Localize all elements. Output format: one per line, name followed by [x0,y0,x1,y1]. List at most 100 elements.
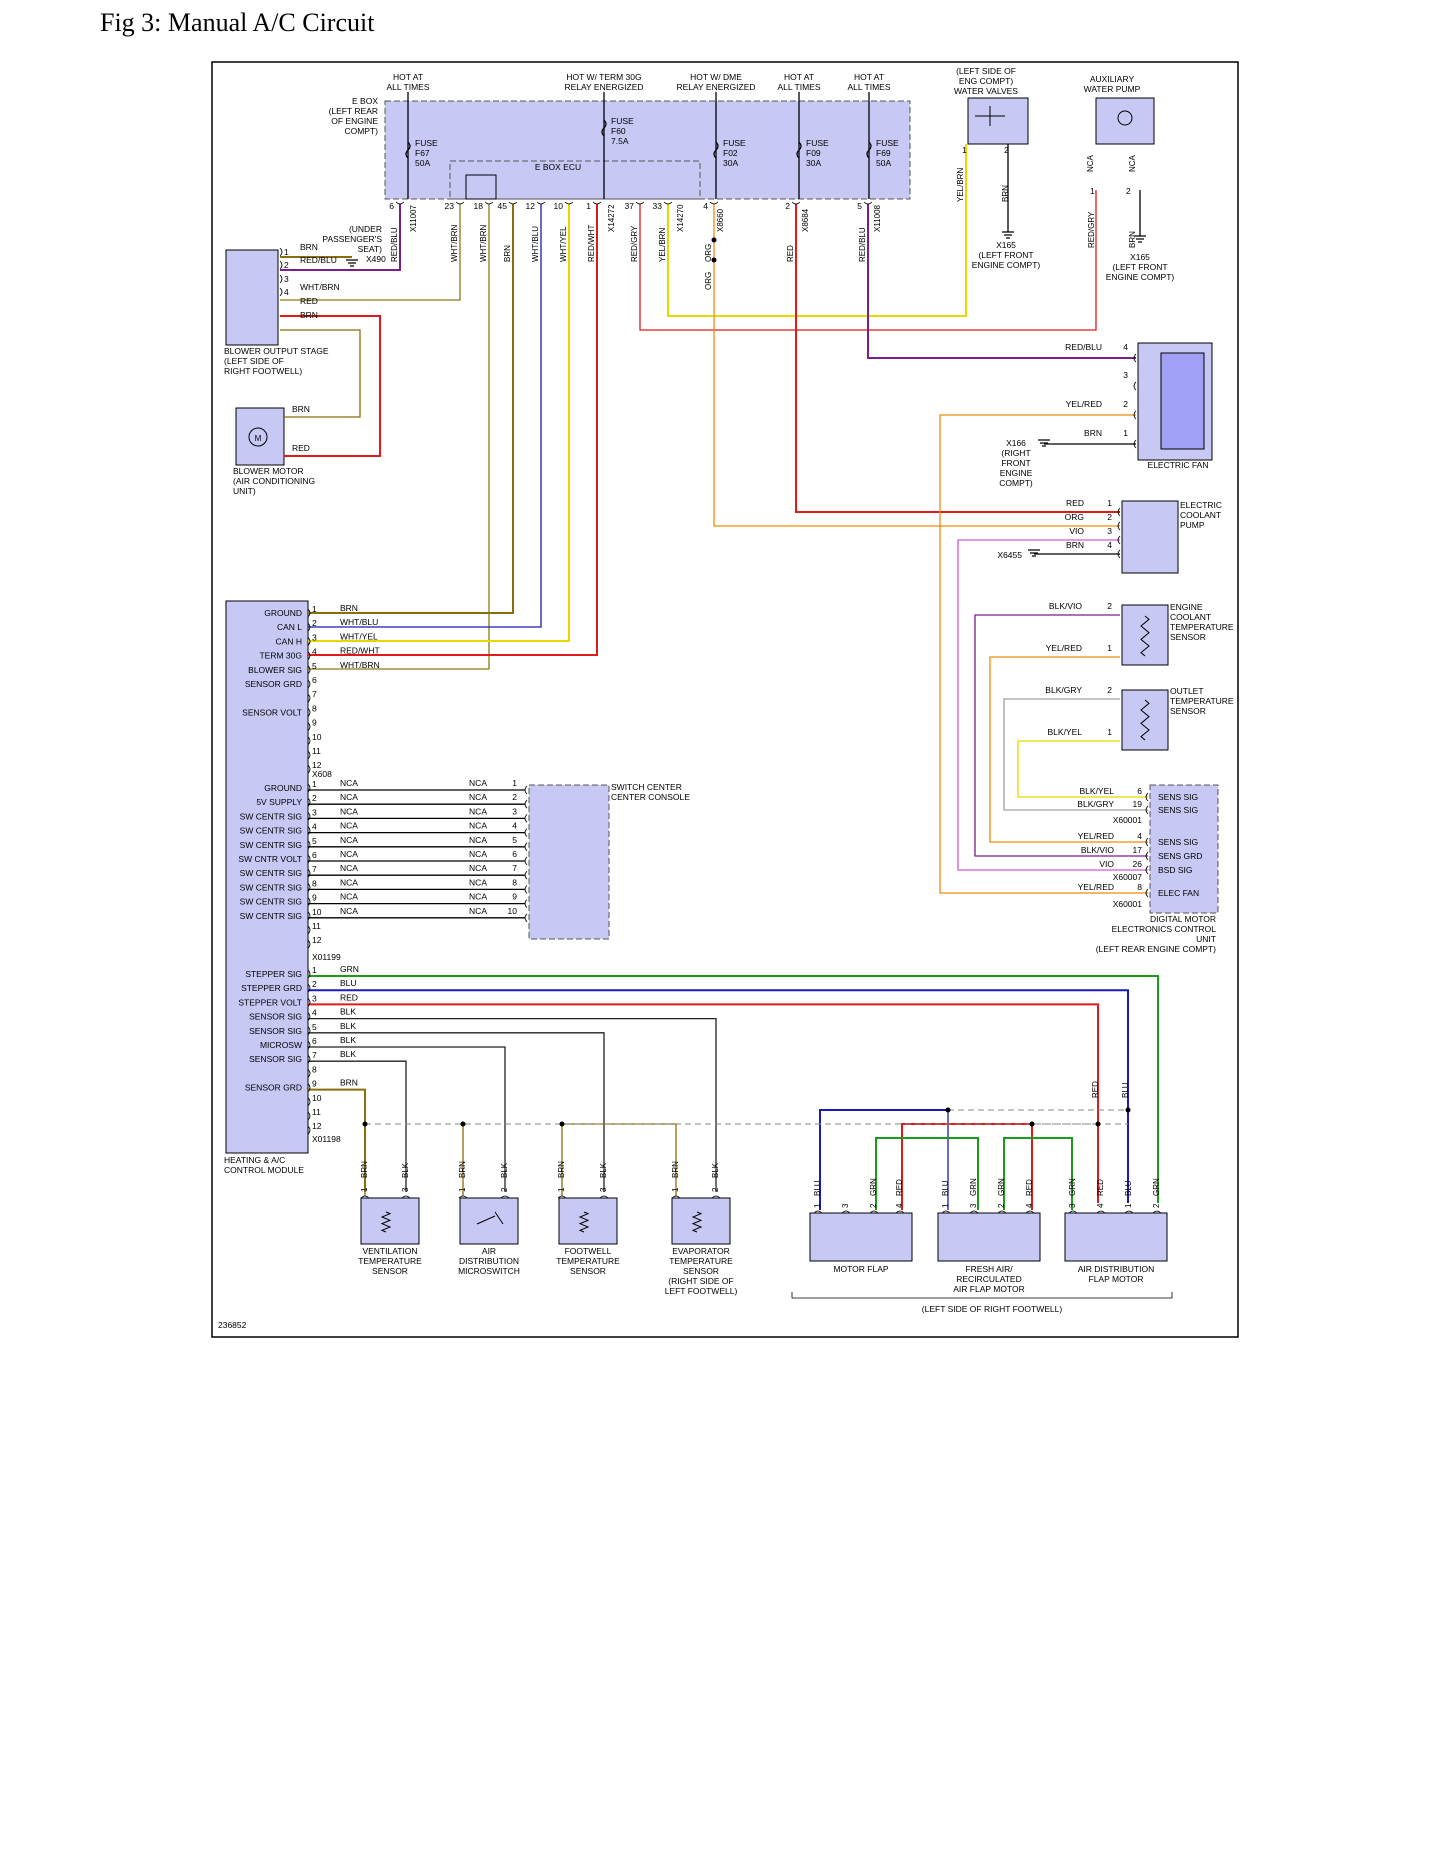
ebox-connector-4: X8684 [801,208,810,232]
module-g1-pin-10: 11 [312,746,321,756]
blower-pin-mark-2 [279,274,283,284]
wire-blkyel-outlet [1017,740,1148,798]
motor-wire-1-2: GRN [997,1178,1006,1196]
ebox-wire-label-8: YEL/BRN [658,228,667,262]
dme-pin-3: 17 [1133,845,1143,855]
ebox-pin-10: 2 [785,201,790,211]
bottom-sensor-pin-2-0: 1 [557,1187,566,1192]
bottom-sensor-mark-2-0 [557,1195,567,1199]
blower-motor-wire-0: BRN [292,404,310,414]
module-g3-wire-1: BLU [340,978,357,988]
bottom-sensor-wire-3-0: BRN [671,1161,680,1178]
ect-wire-0: BLK/VIO [1049,601,1082,611]
switch-pin-mark-5 [524,856,528,866]
outlet-resistor [1140,699,1150,741]
wire-blower-4-whtbrn [280,204,461,301]
switch-nca-6: NCA [469,863,487,873]
dme-sig-0: SENS SIG [1158,792,1198,802]
ect-wire-1: YEL/RED [1046,643,1082,653]
ebox-wire-label-9: ORG [704,244,713,262]
switch-nca-7: NCA [469,877,487,887]
module-g3-connector: X01198 [312,1134,341,1144]
module-g2-nca-2: NCA [340,806,358,816]
switch-pin-2: 3 [512,806,517,816]
fan-wire-label-2: YEL/RED [1066,399,1102,409]
bottom-sensor-wire-0-1: BLK [401,1162,410,1178]
module-g1-wire-1: WHT/BLU [340,617,378,627]
bottom-sensor-resistor-0 [380,1211,392,1233]
motor-group-label: (LEFT SIDE OF RIGHT FOOTWELL) [922,1304,1063,1314]
dme-wire-4: VIO [1099,859,1114,869]
ebox-pin-4: 12 [526,201,536,211]
wire-brn-evap [562,1123,677,1196]
blower-motor-wire-1: RED [292,443,310,453]
x490-ground [346,259,358,267]
module-g2-mark-5 [307,854,311,864]
module-g1-connector: X608 [312,769,332,779]
bottom-sensor-wire-1-0: BRN [458,1161,467,1178]
module-g1-wire-3: RED/WHT [340,646,380,656]
motor-wire-2-1: RED [1096,1179,1105,1196]
module-g1-sig-3: TERM 30G [259,651,302,661]
ebox-pin-mark-9 [709,201,719,205]
module-g2-pin-7: 8 [312,878,317,888]
wire-redblu-fan [867,204,1136,359]
switch-nca-9: NCA [469,906,487,916]
dme-pin-5: 8 [1137,882,1142,892]
module-g3-mark-6 [307,1054,311,1064]
module-g1-pin-6: 7 [312,689,317,699]
wire-grn-motorflap [875,1137,979,1210]
bottom-sensor-wire-1-1: BLK [500,1162,509,1178]
module-g2-nca-7: NCA [340,877,358,887]
module-g1-pin-4: 5 [312,661,317,671]
coolant-wire-1: ORG [1065,512,1084,522]
dme-sig-5: ELEC FAN [1158,888,1199,898]
ebox-wire-label-10: RED [786,245,795,262]
bottom-sensor-resistor-3 [691,1211,703,1233]
switch-pin-8: 9 [512,892,517,902]
bottom-sensor-mark-0-1 [401,1195,411,1199]
dme-pin-mark-4 [1145,865,1149,875]
ebox-connector-1: X14272 [607,204,616,232]
motor-pin-1-2: 2 [997,1203,1006,1208]
fuse-symbol-4 [866,141,872,159]
switch-pin-3: 4 [512,821,517,831]
fan-pin-3: 1 [1123,428,1128,438]
switch-pin-6: 7 [512,863,517,873]
module-g2-sig-9: SW CENTR SIG [240,911,302,921]
switch-pin-7: 8 [512,877,517,887]
fan-wire-label-0: RED/BLU [1065,342,1102,352]
switch-nca-8: NCA [469,892,487,902]
module-g3-wire-0: GRN [340,964,359,974]
switch-pin-mark-0 [524,785,528,795]
blower-motor [235,407,285,466]
module-g2-connector: X01199 [312,952,341,962]
figure-title: Fig 3: Manual A/C Circuit [100,8,375,37]
wire-redwht-ebox [308,204,598,656]
ventilation-temperature-sensor [360,1197,420,1245]
fan-pin-mark-1 [1133,381,1137,391]
bottom-sensor-mark-1-0 [458,1195,468,1199]
module-g1-pin-1: 2 [312,618,317,628]
module-g2-nca-9: NCA [340,906,358,916]
motor-pin-0-2: 2 [869,1203,878,1208]
aux-pump-pin-0: 1 [1090,186,1095,196]
module-g2-sig-7: SW CENTR SIG [240,882,302,892]
coolant-wire-2: VIO [1069,526,1084,536]
wire-blkvio-ect [974,614,1148,857]
module-g3-sig-0: STEPPER SIG [245,969,302,979]
blower-wire-label-4: BRN [300,310,318,320]
x6455-label: X6455 [997,550,1022,560]
module-g1-mark-5 [307,679,311,689]
x6455-ground [1028,549,1040,557]
ebox-wire-label-3: BRN [503,245,512,262]
motor-flap [809,1212,913,1262]
